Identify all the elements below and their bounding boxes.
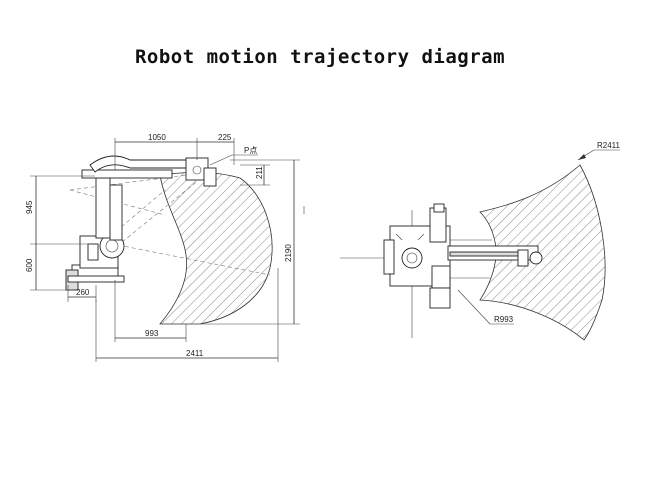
dim-lower-height: 600 [25, 258, 34, 272]
dim-small-vertical: 211 [255, 166, 264, 179]
dim-top-reach: 1050 [148, 133, 166, 142]
dim-base-width: 260 [76, 288, 90, 297]
top-view: R2411 R993 [340, 141, 621, 341]
robot-side-silhouette [65, 155, 217, 291]
dim-top-offset: 225 [218, 133, 232, 142]
side-workspace-area [159, 171, 273, 325]
robot-top-silhouette [383, 203, 543, 309]
dim-outer-reach: 2411 [186, 349, 204, 358]
dim-top-inner-radius: R993 [494, 315, 514, 324]
dim-inner-radius: 993 [145, 329, 159, 338]
dim-upper-height: 945 [25, 200, 34, 214]
side-view: 1050 225 P点 211 945 600 260 993 2411 [25, 133, 305, 362]
diagram-title: Robot motion trajectory diagram [134, 46, 506, 68]
dim-total-height: 2190 [284, 244, 293, 262]
dim-top-outer-radius: R2411 [597, 141, 621, 150]
p-point-label: P点 [244, 146, 257, 155]
